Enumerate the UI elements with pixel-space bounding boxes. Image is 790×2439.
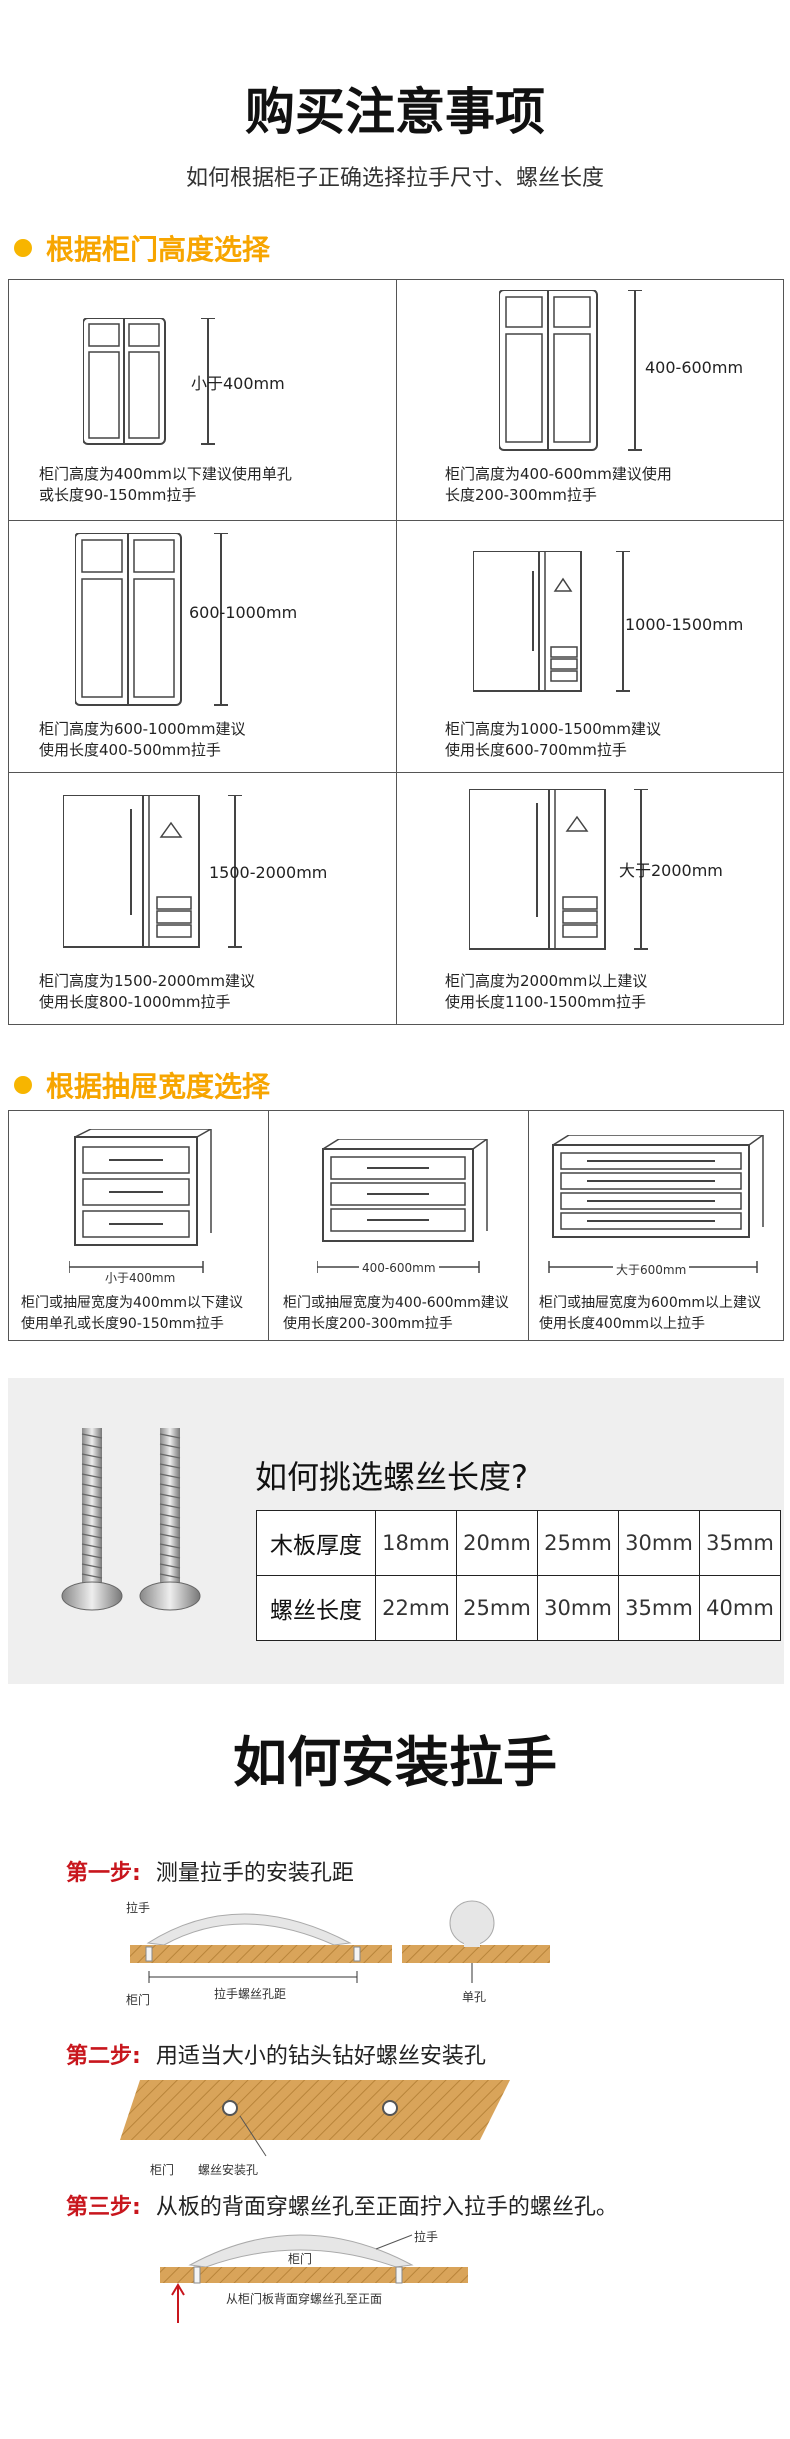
table-cell: 20mm [456,1510,538,1576]
single-hole-label: 单孔 [462,1990,487,2004]
caption-line: 使用长度400-500mm拉手 [39,741,221,759]
handle-label: 拉手 [126,1901,151,1915]
caption-line: 使用长度400mm以上拉手 [539,1316,705,1332]
caption-line: 柜门或抽屉宽度为400-600mm建议 [283,1295,509,1311]
caption-line: 柜门高度为1000-1500mm建议 [445,720,661,738]
measure-label: 1000-1500mm [625,615,744,634]
measure-label: 小于400mm [191,374,285,393]
height-cell-6: 大于2000mm 柜门高度为2000mm以上建议 使用长度1100-1500mm… [396,772,784,1025]
screw-question: 如何挑选螺丝长度? [255,1458,528,1496]
caption-line: 柜门高度为600-1000mm建议 [39,720,246,738]
wardrobe-cabinet-icon [469,789,648,950]
small-cabinet-icon [83,318,215,445]
table-cell: 30mm [618,1510,700,1576]
step-1-label: 第一步: [66,1861,141,1886]
door-label: 柜门 [288,2252,313,2266]
width-cell-2: 400-600mm 柜门或抽屉宽度为400-600mm建议 使用长度200-30… [268,1110,529,1341]
caption-line: 柜门或抽屉宽度为600mm以上建议 [539,1295,761,1311]
height-cell-4: 1000-1500mm 柜门高度为1000-1500mm建议 使用长度600-7… [396,520,784,773]
step-3-diagram [160,2234,468,2323]
table-row: 木板厚度 18mm 20mm 25mm 30mm 35mm [256,1510,781,1576]
step-1: 第一步: 测量拉手的安装孔距 [66,1855,354,1887]
table-cell: 22mm [375,1575,457,1641]
table-header-cell: 螺丝长度 [256,1575,376,1641]
height-cell-3: 600-1000mm 柜门高度为600-1000mm建议 使用长度400-500… [8,520,397,773]
wardrobe-cabinet-icon [473,551,630,692]
page-subtitle: 如何根据柜子正确选择拉手尺寸、螺丝长度 [185,166,604,191]
screw-table: 木板厚度 18mm 20mm 25mm 30mm 35mm 螺丝长度 22mm … [256,1510,781,1641]
caption-line: 柜门高度为1500-2000mm建议 [39,972,255,990]
caption-line: 柜门高度为400-600mm建议使用 [445,465,672,483]
height-cell-2: 400-600mm 柜门高度为400-600mm建议使用 长度200-300mm… [396,279,784,521]
width-cell-3: 大于600mm 柜门或抽屉宽度为600mm以上建议 使用长度400mm以上拉手 [528,1110,784,1341]
bullet-dot-icon [14,1076,32,1094]
page-title: 购买注意事项 [245,83,545,141]
hole-distance-label: 拉手螺丝孔距 [214,1987,287,2001]
table-cell: 35mm [699,1510,781,1576]
measure-label: 400-600mm [645,358,744,377]
section-height-heading: 根据柜门高度选择 [14,228,270,268]
step-2-label: 第二步: [66,2044,141,2069]
medium-drawer-icon [317,1139,488,1273]
height-cell-5: 1500-2000mm 柜门高度为1500-2000mm建议 使用长度800-1… [8,772,397,1025]
caption-line: 使用长度600-700mm拉手 [445,741,627,759]
wardrobe-cabinet-icon [63,795,242,948]
caption-line: 或长度90-150mm拉手 [39,486,197,504]
large-drawer-icon [548,1135,764,1273]
section-height-heading-text: 根据柜门高度选择 [46,233,271,266]
screw-icon [61,1428,201,1611]
measure-label: 大于600mm [613,1261,690,1278]
step-3-text: 从板的背面穿螺丝孔至正面拧入拉手的螺丝孔。 [155,2195,618,2220]
measure-label: 大于2000mm [619,861,723,880]
step-2-text: 用适当大小的钻头钻好螺丝安装孔 [155,2044,486,2069]
step-1-diagram [130,1900,550,1983]
door-label: 柜门 [126,1993,151,2007]
caption-line: 使用长度1100-1500mm拉手 [445,993,646,1011]
caption-line: 柜门高度为2000mm以上建议 [445,972,648,990]
medium-cabinet-icon [499,290,642,451]
caption-line: 使用长度800-1000mm拉手 [39,993,231,1011]
caption-line: 使用长度200-300mm拉手 [283,1316,453,1332]
table-cell: 30mm [537,1575,619,1641]
section-width-heading-text: 根据抽屉宽度选择 [46,1070,271,1103]
height-cell-1: 小于400mm 柜门高度为400mm以下建议使用单孔 或长度90-150mm拉手 [8,279,397,521]
table-cell: 40mm [699,1575,781,1641]
bullet-dot-icon [14,239,32,257]
table-cell: 18mm [375,1510,457,1576]
tall-cabinet-icon [75,533,228,706]
table-row: 螺丝长度 22mm 25mm 30mm 35mm 40mm [256,1575,781,1641]
step-2: 第二步: 用适当大小的钻头钻好螺丝安装孔 [66,2038,486,2070]
screw-hole-label: 螺丝安装孔 [198,2163,259,2177]
measure-label: 小于400mm [103,1269,178,1286]
measure-label: 600-1000mm [189,603,298,622]
caption-line: 使用单孔或长度90-150mm拉手 [21,1316,224,1332]
small-drawer-icon [69,1129,212,1273]
caption-line: 柜门高度为400mm以下建议使用单孔 [39,465,292,483]
note-label: 从柜门板背面穿螺丝孔至正面 [226,2292,383,2306]
table-cell: 35mm [618,1575,700,1641]
caption-line: 长度200-300mm拉手 [445,486,597,504]
step-3-label: 第三步: [66,2195,141,2220]
table-cell: 25mm [456,1575,538,1641]
measure-label: 400-600mm [359,1261,439,1275]
step-2-diagram [120,2080,510,2157]
table-cell: 25mm [537,1510,619,1576]
section-width-heading: 根据抽屉宽度选择 [14,1065,270,1105]
door-label: 柜门 [150,2163,175,2177]
step-1-text: 测量拉手的安装孔距 [155,1861,354,1886]
width-cell-1: 小于400mm 柜门或抽屉宽度为400mm以下建议 使用单孔或长度90-150m… [8,1110,269,1341]
measure-label: 1500-2000mm [209,863,328,882]
install-title: 如何安装拉手 [233,1731,557,1794]
caption-line: 柜门或抽屉宽度为400mm以下建议 [21,1295,243,1311]
handle-label: 拉手 [414,2230,439,2244]
step-3: 第三步: 从板的背面穿螺丝孔至正面拧入拉手的螺丝孔。 [66,2189,618,2221]
table-header-cell: 木板厚度 [256,1510,376,1576]
